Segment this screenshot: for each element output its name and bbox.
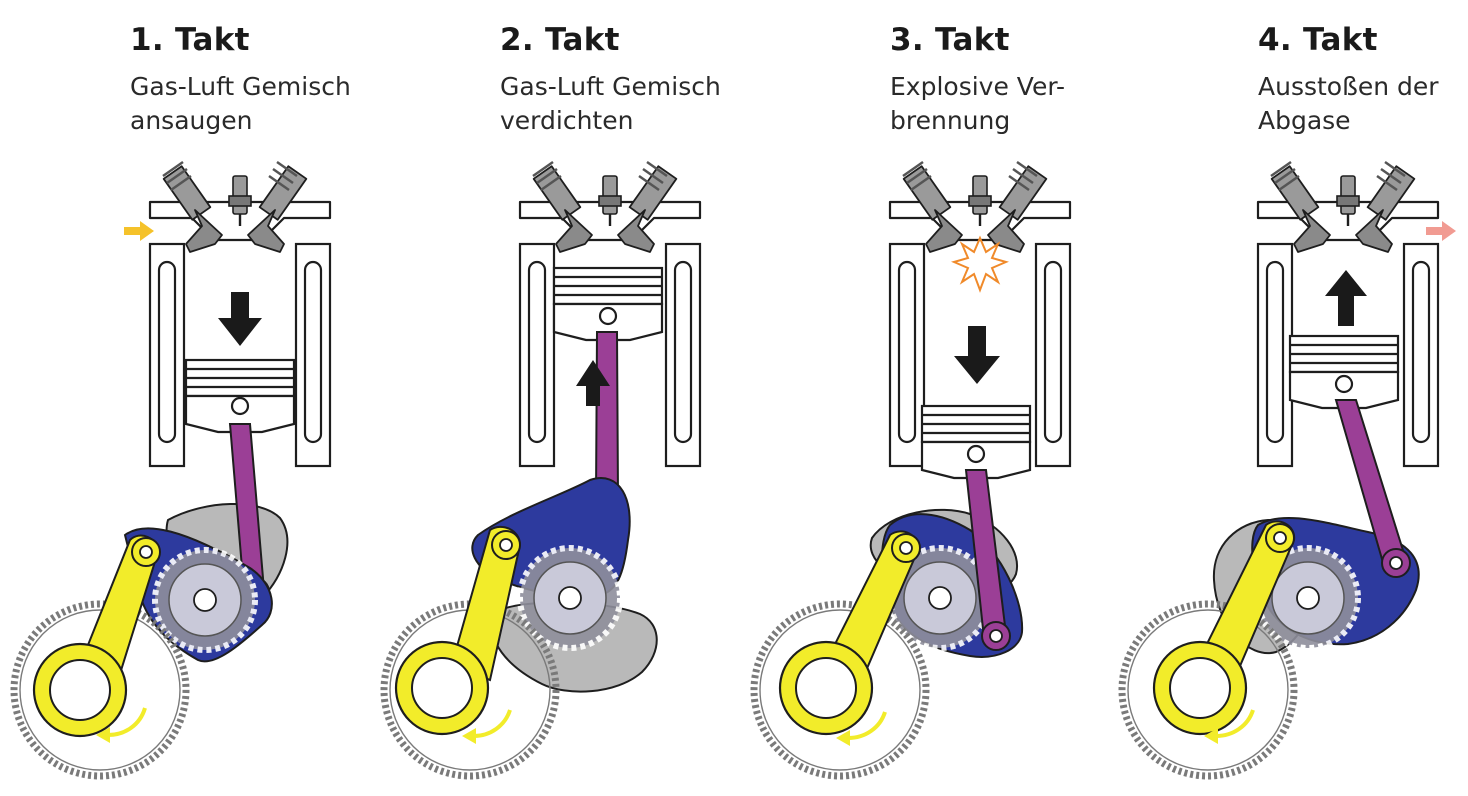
exhaust-valve [987, 160, 1048, 253]
stroke-description-line-2: brennung [890, 106, 1011, 135]
stroke-panel-1: 1. Takt Gas-Luft Gemisch ansaugen [0, 0, 360, 796]
arrow-down-icon [218, 292, 262, 346]
stroke-description-line-1: Ausstoßen der [1258, 72, 1439, 101]
stroke-panel-4: 4. Takt Ausstoßen der Abgase [1108, 0, 1468, 796]
stroke-title: 1. Takt [130, 22, 250, 58]
cylinder-wall-right [664, 242, 702, 468]
engine-diagram-2 [380, 160, 702, 780]
rotation-arrow-icon [107, 707, 147, 737]
stroke-description-line-2: verdichten [500, 106, 634, 135]
ring-gear [1118, 600, 1298, 780]
intake-valve [162, 160, 223, 253]
stroke-description-line-1: Gas-Luft Gemisch [130, 72, 351, 101]
piston [920, 404, 1032, 480]
piston [184, 358, 296, 434]
crankshaft-center [928, 586, 952, 610]
piston [1288, 334, 1400, 410]
ring-gear [10, 600, 190, 780]
stroke-panel-2: 2. Takt Gas-Luft Gemisch verdichten [370, 0, 730, 796]
connecting-rod [964, 469, 1011, 651]
rotation-arrow-head-icon [462, 728, 476, 744]
piston [552, 266, 664, 342]
rotation-arrow-icon [847, 711, 887, 740]
stroke-title: 2. Takt [500, 22, 620, 58]
arrow-down-icon [954, 326, 1000, 384]
engine-diagram-3 [750, 160, 1072, 780]
rotation-arrow-head-icon [1204, 728, 1218, 744]
intake-valve [902, 160, 963, 253]
spark-plug [598, 175, 622, 226]
ring-gear-inner [19, 609, 181, 771]
spark-plug [968, 175, 992, 226]
yellow-lever [1152, 520, 1296, 736]
engine-diagram-1 [10, 160, 332, 780]
exhaust-valve [1355, 160, 1416, 253]
exhaust-valve [247, 160, 308, 253]
spark-plug [228, 175, 252, 226]
yellow-lever [394, 525, 522, 736]
crankshaft-center [1296, 586, 1320, 610]
yellow-lever [32, 534, 161, 738]
stroke-description: Explosive Ver- brennung [890, 70, 1065, 138]
stroke-description-line-1: Gas-Luft Gemisch [500, 72, 721, 101]
intake-arrow-icon [124, 221, 154, 241]
stroke-description: Ausstoßen der Abgase [1258, 70, 1439, 138]
ring-gear-inner [1127, 609, 1289, 771]
rotation-arrow-icon [473, 709, 512, 738]
ring-gear-inner [759, 609, 921, 771]
connecting-rod [1334, 399, 1411, 578]
ring-gear [750, 600, 930, 780]
stroke-description-line-1: Explosive Ver- [890, 72, 1066, 101]
arrow-up-icon [1325, 270, 1367, 326]
intake-valve [1270, 160, 1331, 253]
cylinder-wall-left [518, 242, 556, 468]
stroke-description-line-2: Abgase [1258, 106, 1351, 135]
cylinder-wall-left [1256, 242, 1294, 468]
yellow-lever [778, 530, 921, 736]
crankshaft-center [193, 588, 217, 612]
cylinder-wall-left [888, 242, 926, 468]
stroke-description: Gas-Luft Gemisch verdichten [500, 70, 721, 138]
rotation-arrow-head-icon [836, 730, 850, 746]
cylinder-wall-right [1034, 242, 1072, 468]
cylinder-wall-left [148, 242, 186, 468]
stroke-description: Gas-Luft Gemisch ansaugen [130, 70, 351, 138]
cylinder-wall-right [294, 242, 332, 468]
crankshaft-center [558, 586, 582, 610]
rotation-arrow-head-icon [96, 727, 110, 743]
cylinder-wall-right [1402, 242, 1440, 468]
rotation-arrow-icon [1215, 709, 1255, 738]
arrow-up-icon [576, 360, 610, 406]
stroke-panel-3: 3. Takt Explosive Ver- brennung [740, 0, 1100, 796]
intake-valve [532, 160, 593, 253]
stroke-title: 4. Takt [1258, 22, 1378, 58]
stroke-title: 3. Takt [890, 22, 1010, 58]
exhaust-valve [617, 160, 678, 253]
engine-diagram-4 [1118, 160, 1456, 780]
spark-explosion-icon [951, 235, 1009, 293]
exhaust-arrow-icon [1426, 221, 1456, 241]
spark-plug [1336, 175, 1360, 226]
stroke-description-line-2: ansaugen [130, 106, 253, 135]
